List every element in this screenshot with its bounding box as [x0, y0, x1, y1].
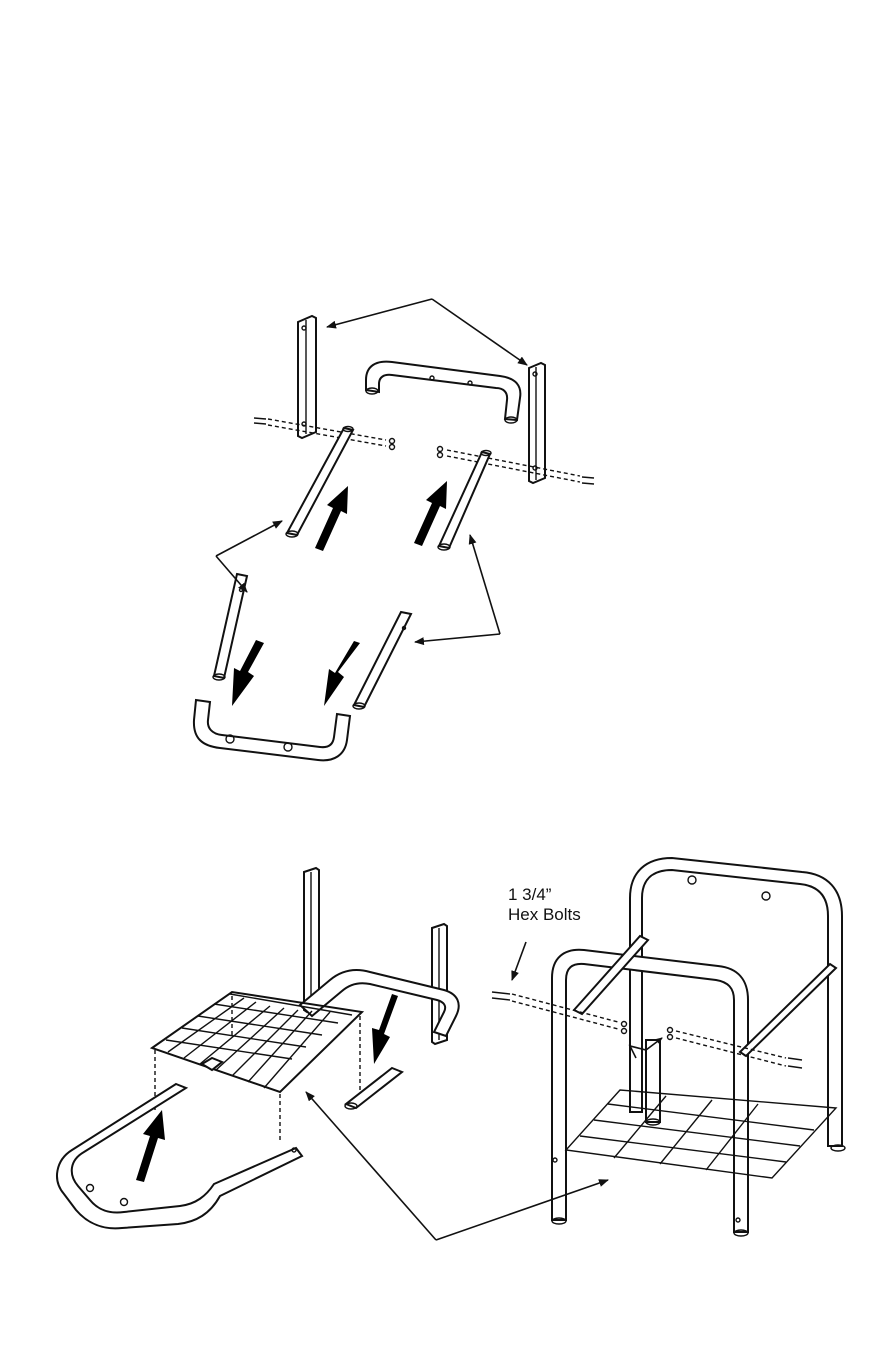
arrow-down-icon — [372, 994, 398, 1064]
arrow-up-icon — [136, 1110, 165, 1182]
arrow-down-right-icon — [324, 641, 360, 706]
step-1-direction-arrows — [232, 481, 447, 706]
lower-left-leg-tube — [213, 574, 247, 680]
hex-bolts-name-label: Hex Bolts — [508, 905, 581, 925]
front-u-frame — [194, 700, 350, 760]
arrow-up-right-icon — [414, 481, 447, 546]
step-2-exploded-view — [57, 868, 459, 1228]
upper-left-leg-tube — [286, 427, 353, 538]
hex-bolt-leader-line — [512, 942, 526, 980]
step-1-exploded-view — [194, 299, 594, 760]
stand-wire-shelf — [566, 1090, 836, 1178]
left-bolt-group — [254, 418, 395, 450]
left-side-bracket — [298, 316, 316, 438]
hex-bolts-size-label: 1 3/4” — [508, 885, 581, 905]
right-bolt-group — [438, 447, 595, 485]
back-u-frame — [366, 362, 520, 423]
arrow-down-left-icon — [232, 640, 264, 706]
step-2-right-leg-tube — [345, 1068, 402, 1109]
lower-right-leg-tube — [353, 612, 411, 709]
arrow-up-left-icon — [315, 486, 348, 551]
right-side-bracket — [529, 363, 545, 483]
hex-bolts-callout: 1 3/4” Hex Bolts — [508, 885, 581, 925]
step-2-front-u-frame — [57, 1084, 302, 1228]
wire-shelf — [152, 992, 362, 1092]
